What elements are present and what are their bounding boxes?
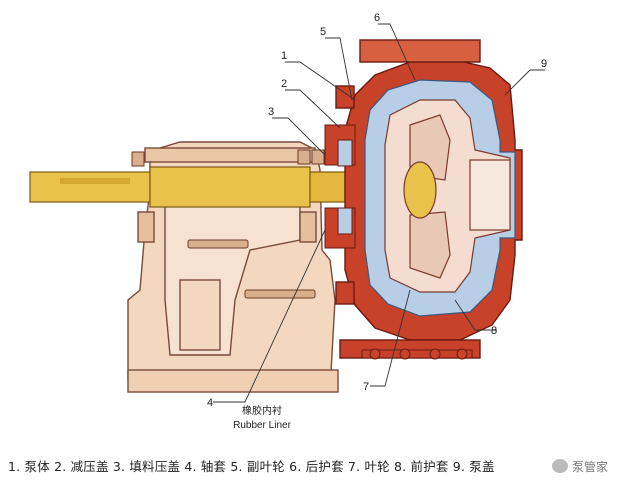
callout-9: 9 [541, 58, 547, 70]
callout-2: 2 [281, 78, 287, 90]
liner-label-cn: 橡胶内衬 [242, 404, 282, 417]
impeller [384, 99, 511, 293]
flange-bolts [361, 348, 473, 360]
parts-legend: 1. 泵体 2. 减压盖 3. 填料压盖 4. 轴套 5. 副叶轮 6. 后护套… [8, 459, 495, 474]
callout-5: 5 [320, 26, 326, 38]
wechat-icon [552, 459, 568, 473]
callout-7: 7 [363, 381, 369, 393]
packing-gland [324, 124, 356, 249]
callout-labels: 1 2 3 4 5 6 7 8 9 [207, 12, 547, 409]
liner-label-en: Rubber Liner [233, 420, 291, 431]
callout-3: 3 [268, 106, 274, 118]
callout-1: 1 [281, 50, 287, 62]
watermark-text: 泵管家 [572, 459, 609, 474]
callout-4: 4 [207, 397, 213, 409]
leader-lines [213, 23, 545, 403]
frame-bolts [131, 149, 325, 299]
shaft [29, 166, 391, 208]
callout-8: 8 [491, 325, 497, 337]
callout-6: 6 [374, 12, 380, 24]
watermark-badge: 泵管家 [548, 454, 634, 478]
